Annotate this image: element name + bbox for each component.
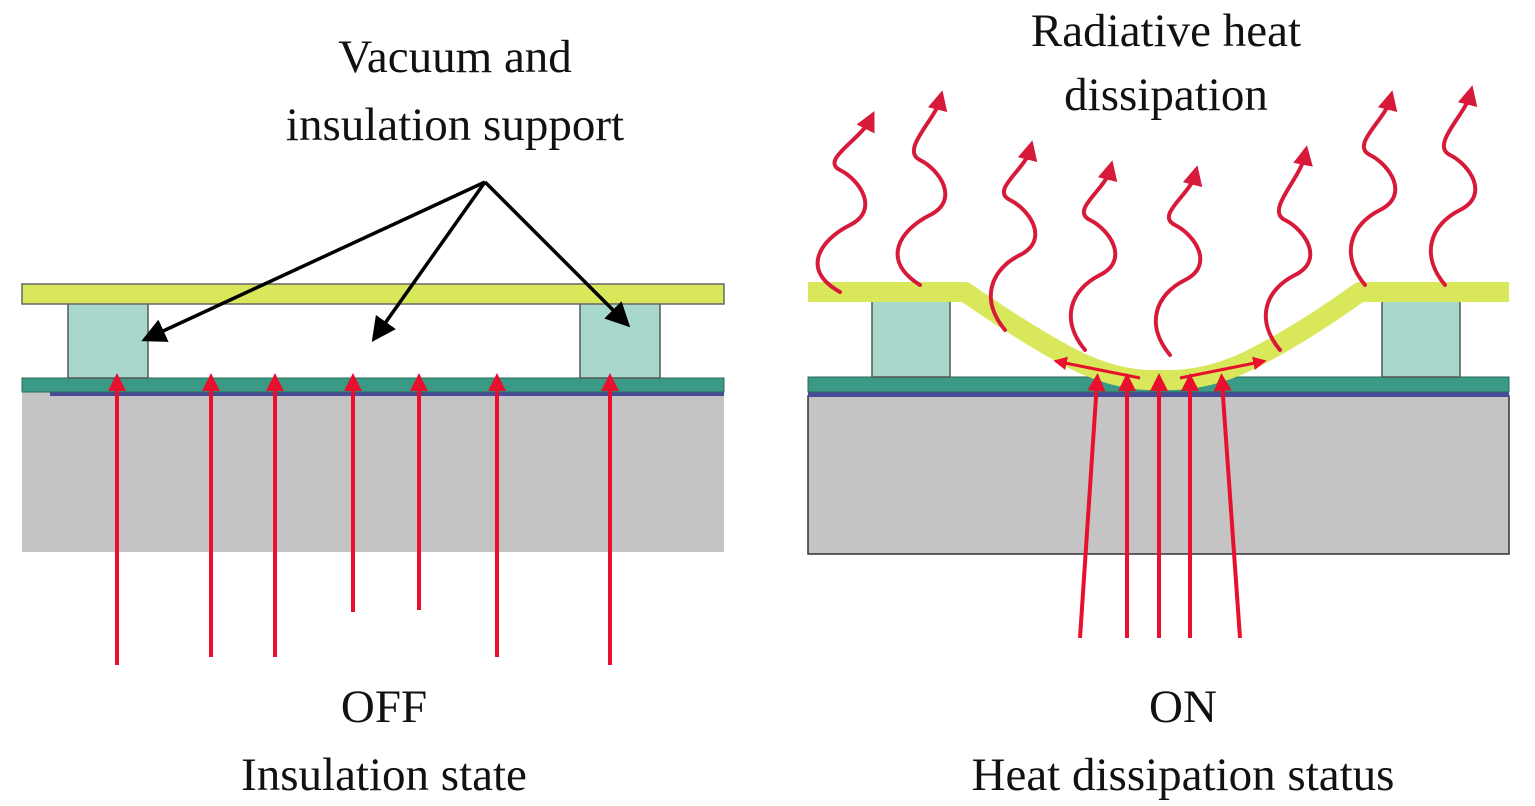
left-callout-line2: insulation support [286,99,624,151]
pointer-arrows [141,180,631,342]
left-heat-arrows [108,373,619,665]
left-panel: Vacuum and insulation support OFF Insula… [21,31,725,801]
heat-flow-arrow [1213,373,1242,639]
right-panel: Radiative heat dissipation ON Heat dissi… [807,5,1510,801]
right-callout-line1: Radiative heat [1031,5,1301,57]
left-substrate [22,392,724,552]
wavy-arrow-icon [988,140,1038,332]
left-substrate-layer [21,377,725,393]
wavy-arrow-icon [1263,145,1313,352]
right-state-subtitle: Heat dissipation status [972,749,1395,801]
wavy-arrow-icon [1153,165,1203,357]
black-arrow-icon [141,180,486,342]
left-callout-line1: Vacuum and [338,31,572,83]
left-state-title: OFF [341,681,427,733]
wavy-arrow-icon [1348,90,1398,287]
wavy-arrow-icon [1068,160,1118,352]
right-support-pillar [1381,300,1461,378]
left-support-pillar [67,302,149,379]
left-substrate-edge [50,390,724,396]
left-state-subtitle: Insulation state [241,749,527,801]
left-support-pillar [579,302,661,379]
black-arrow-icon [483,180,631,328]
wavy-arrow-icon [895,90,948,287]
wavy-arrow-icon [815,111,875,294]
heat-flow-arrow [1078,373,1106,639]
black-arrow-icon [371,180,487,342]
left-top-film [21,283,725,305]
right-support-pillar [871,300,951,378]
radiation-waves [815,85,1478,357]
right-callout-line2: dissipation [1064,69,1268,121]
wavy-arrow-icon [1428,85,1478,287]
right-state-title: ON [1149,681,1217,733]
right-heat-arrows [1078,373,1242,639]
